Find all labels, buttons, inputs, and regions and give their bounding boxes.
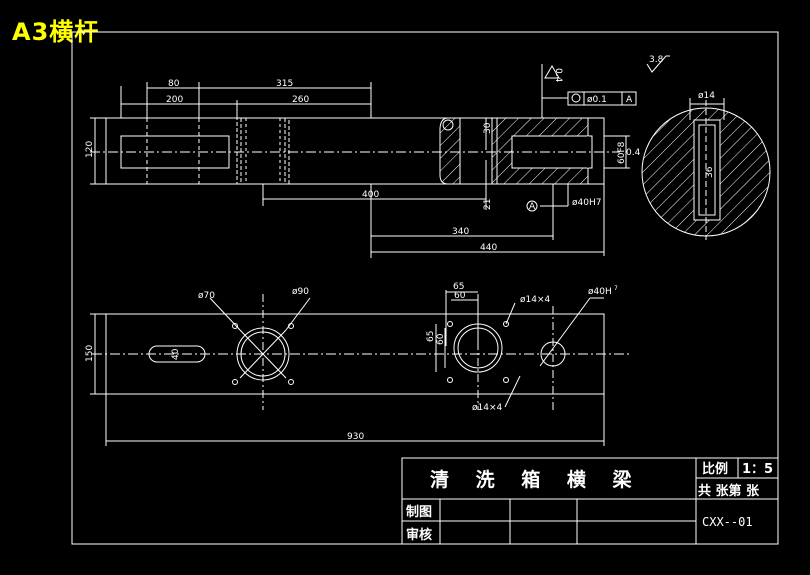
dim-65: 65 (453, 282, 464, 292)
checked-label: 审核 (406, 527, 432, 543)
dim-60: 60 (454, 291, 466, 301)
detail-section (641, 98, 771, 240)
rough-corner: 3.8 (649, 55, 664, 65)
drawing-border (71, 31, 779, 545)
dim-slot-40: 40 (171, 348, 181, 360)
dim-40h7: ø40H7 (572, 198, 601, 208)
dim-14x4-top: ø14×4 (520, 295, 550, 305)
dim-v60: 60 (436, 333, 446, 345)
drawn-label: 制图 (406, 504, 432, 520)
dim-0-4: 0.4 (626, 148, 641, 158)
part-name: 清 洗 箱 横 梁 (430, 468, 641, 491)
dim-200: 200 (166, 95, 183, 105)
front-view-outline (105, 117, 605, 185)
dim-14x4-bottom: ø14×4 (472, 403, 502, 413)
dim-400: 400 (362, 190, 379, 200)
scale-value: 1：5 (742, 462, 773, 477)
drawing-code: CXX--01 (702, 515, 753, 529)
center-bore-hidden (236, 117, 290, 185)
dim-930: 930 (347, 432, 364, 442)
scale-label: 比例 (702, 461, 728, 477)
datum-a: A (529, 202, 536, 212)
dim-90: ø90 (292, 287, 309, 297)
title-block (401, 457, 779, 545)
dim-30: 30 (483, 122, 493, 134)
dim-340: 340 (452, 227, 469, 237)
dimension-labels: 80 315 200 260 120 30 21 400 340 440 60F… (85, 55, 715, 442)
front-view (90, 55, 670, 258)
dim-v65: 65 (426, 331, 436, 342)
dim-80: 80 (168, 79, 180, 89)
dim-21: 21 (483, 199, 493, 210)
dim-260: 260 (292, 95, 309, 105)
dim-40h-sub: 7 (614, 285, 618, 292)
dim-120: 120 (85, 141, 95, 158)
top-view (90, 290, 632, 446)
title-block-text: 清 洗 箱 横 梁 比例 1：5 共 张第 张 制图 审核 CXX--01 (406, 461, 773, 543)
detail-slot (693, 119, 721, 221)
dim-315: 315 (276, 79, 293, 89)
dim-70: ø70 (198, 291, 215, 301)
dim-36: 36 (705, 166, 715, 178)
dim-40h: ø40H (588, 287, 612, 297)
tol-flatness: ø0.1 (587, 95, 607, 105)
oval-slot (148, 345, 206, 363)
sheets-label: 共 张第 张 (698, 483, 760, 499)
dim-14: ø14 (698, 91, 715, 101)
rough-top: 0.4 (553, 68, 563, 83)
dim-60f8: 60F8 (617, 141, 627, 164)
dim-150: 150 (85, 345, 95, 362)
dim-440: 440 (480, 243, 497, 253)
tol-ref: A (626, 95, 633, 105)
